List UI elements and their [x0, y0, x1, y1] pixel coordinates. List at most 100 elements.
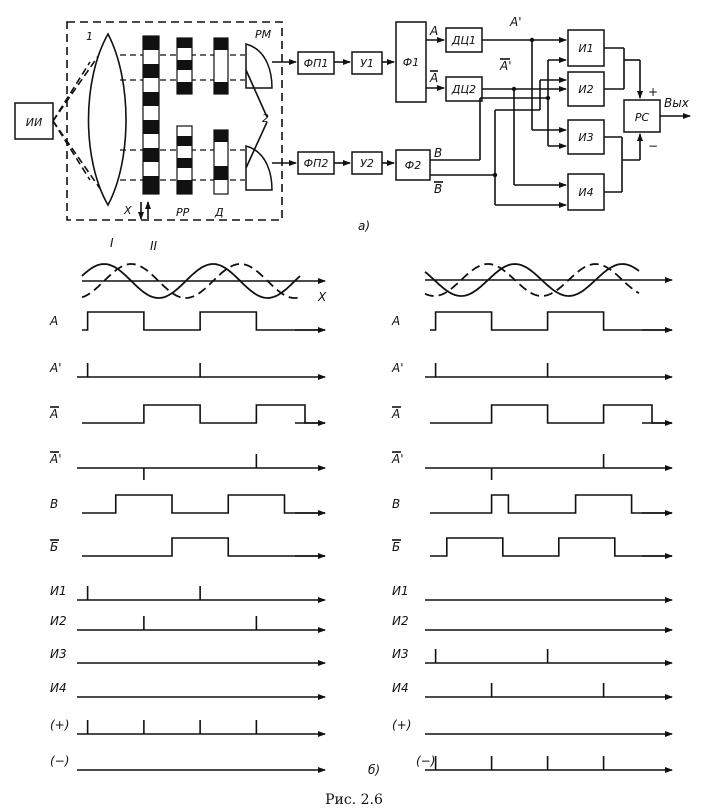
- a-bar-prime-label: А': [499, 59, 512, 73]
- rs-plus: +: [648, 85, 658, 99]
- rs-minus: −: [648, 139, 658, 153]
- row-label: А: [391, 314, 400, 328]
- trace-Ap: [77, 363, 326, 380]
- row-label: И2: [392, 614, 409, 628]
- photoreceiver-upper-shape: [245, 43, 273, 89]
- a-bar-label: А: [429, 71, 438, 85]
- trace-Abar: [430, 404, 673, 426]
- svg-text:ДЦ1: ДЦ1: [451, 34, 476, 47]
- x-label: Х: [123, 204, 132, 217]
- trace-line: [82, 404, 325, 424]
- trace-line: [430, 537, 672, 557]
- row-label: (+): [392, 718, 411, 732]
- diaphragm: [213, 37, 229, 195]
- row-label: И3: [392, 647, 409, 661]
- row-label: (+): [50, 718, 69, 732]
- trace-I3: [425, 649, 673, 666]
- svg-text:Ф1: Ф1: [403, 56, 419, 69]
- d-label: Д: [214, 206, 224, 219]
- row-label: А': [391, 452, 404, 466]
- trace-line: [430, 404, 672, 424]
- trace-minus: [425, 756, 673, 773]
- timing-left: [77, 311, 326, 773]
- block-y1: [351, 51, 383, 75]
- svg-text:ДЦ2: ДЦ2: [451, 83, 476, 96]
- svg-text:ФП1: ФП1: [304, 57, 329, 70]
- waves-left: [81, 263, 326, 299]
- svg-text:И3: И3: [578, 131, 593, 144]
- wave-curve-1: [424, 263, 640, 297]
- block-f1: [395, 21, 427, 103]
- row-label: И3: [50, 647, 67, 661]
- trace-Bbar: [430, 537, 673, 559]
- svg-text:И1: И1: [578, 42, 593, 55]
- row-label: В: [392, 497, 400, 511]
- row-label: И1: [50, 584, 67, 598]
- sensor-enclosure: [66, 21, 283, 221]
- figure-caption: Рис. 2.6: [325, 792, 383, 808]
- trace-line: [82, 311, 325, 331]
- trace-B: [430, 494, 673, 516]
- rr-label: РР: [176, 206, 190, 219]
- waves-right: [424, 263, 673, 297]
- part-a-label: а): [358, 219, 370, 233]
- svg-text:РС: РС: [635, 111, 650, 124]
- row-label: И2: [50, 614, 67, 628]
- row-label: А': [391, 361, 404, 375]
- svg-text:А: А: [429, 24, 438, 38]
- trace-A: [82, 311, 326, 333]
- curve-1-label: I: [110, 236, 114, 250]
- wave-curve-2: [424, 263, 640, 297]
- trace-Abarp: [425, 454, 673, 480]
- svg-text:Ф2: Ф2: [405, 159, 421, 172]
- svg-text:А': А': [509, 15, 522, 29]
- svg-text:У2: У2: [360, 157, 374, 170]
- b-bar-label: В: [434, 182, 442, 196]
- block-fp1: [297, 51, 335, 75]
- row-label: И4: [50, 681, 67, 695]
- wave-curve-2: [81, 263, 301, 299]
- block-rs: [623, 99, 661, 133]
- row-label: А: [49, 407, 58, 421]
- gate-i4: [567, 173, 605, 211]
- trace-line: [430, 494, 672, 514]
- block-scheme: ИИ 1: [14, 15, 691, 233]
- trace-I1: [77, 586, 326, 603]
- block-dts1: [445, 27, 483, 53]
- row-label: Б: [50, 540, 58, 554]
- trace-I4: [425, 683, 673, 700]
- rm-label: РМ: [255, 28, 272, 41]
- gate-i1: [567, 29, 605, 67]
- photoreceiver-lower-shape: [245, 145, 273, 191]
- row-label: В: [50, 497, 58, 511]
- row-label: Б: [392, 540, 400, 554]
- trace-Abarp: [77, 454, 326, 480]
- trace-Bbar: [82, 537, 326, 559]
- trace-I2: [77, 616, 326, 633]
- trace-line: [82, 494, 325, 514]
- block-f2: [395, 149, 431, 181]
- row-label: И4: [392, 681, 409, 695]
- svg-text:И2: И2: [578, 83, 593, 96]
- source-label: ИИ: [26, 116, 42, 129]
- mirror-marker: 2: [262, 112, 269, 125]
- trace-A: [430, 311, 673, 333]
- row-label: А': [49, 452, 62, 466]
- timing-right: [425, 311, 673, 773]
- raster-grating-1: [176, 37, 193, 195]
- svg-text:И4: И4: [578, 186, 593, 199]
- row-label: И1: [392, 584, 409, 598]
- wave-axis-label: X: [317, 290, 327, 304]
- lens-marker: 1: [86, 30, 93, 43]
- curve-2-label: II: [150, 239, 158, 253]
- row-label: А': [49, 361, 62, 375]
- row-label: А: [49, 314, 58, 328]
- row-label: (−): [50, 754, 69, 768]
- row-label: А: [391, 407, 400, 421]
- trace-line: [82, 537, 325, 557]
- part-b-label: б): [368, 763, 380, 777]
- trace-line: [430, 311, 672, 331]
- trace-plus: [77, 720, 326, 737]
